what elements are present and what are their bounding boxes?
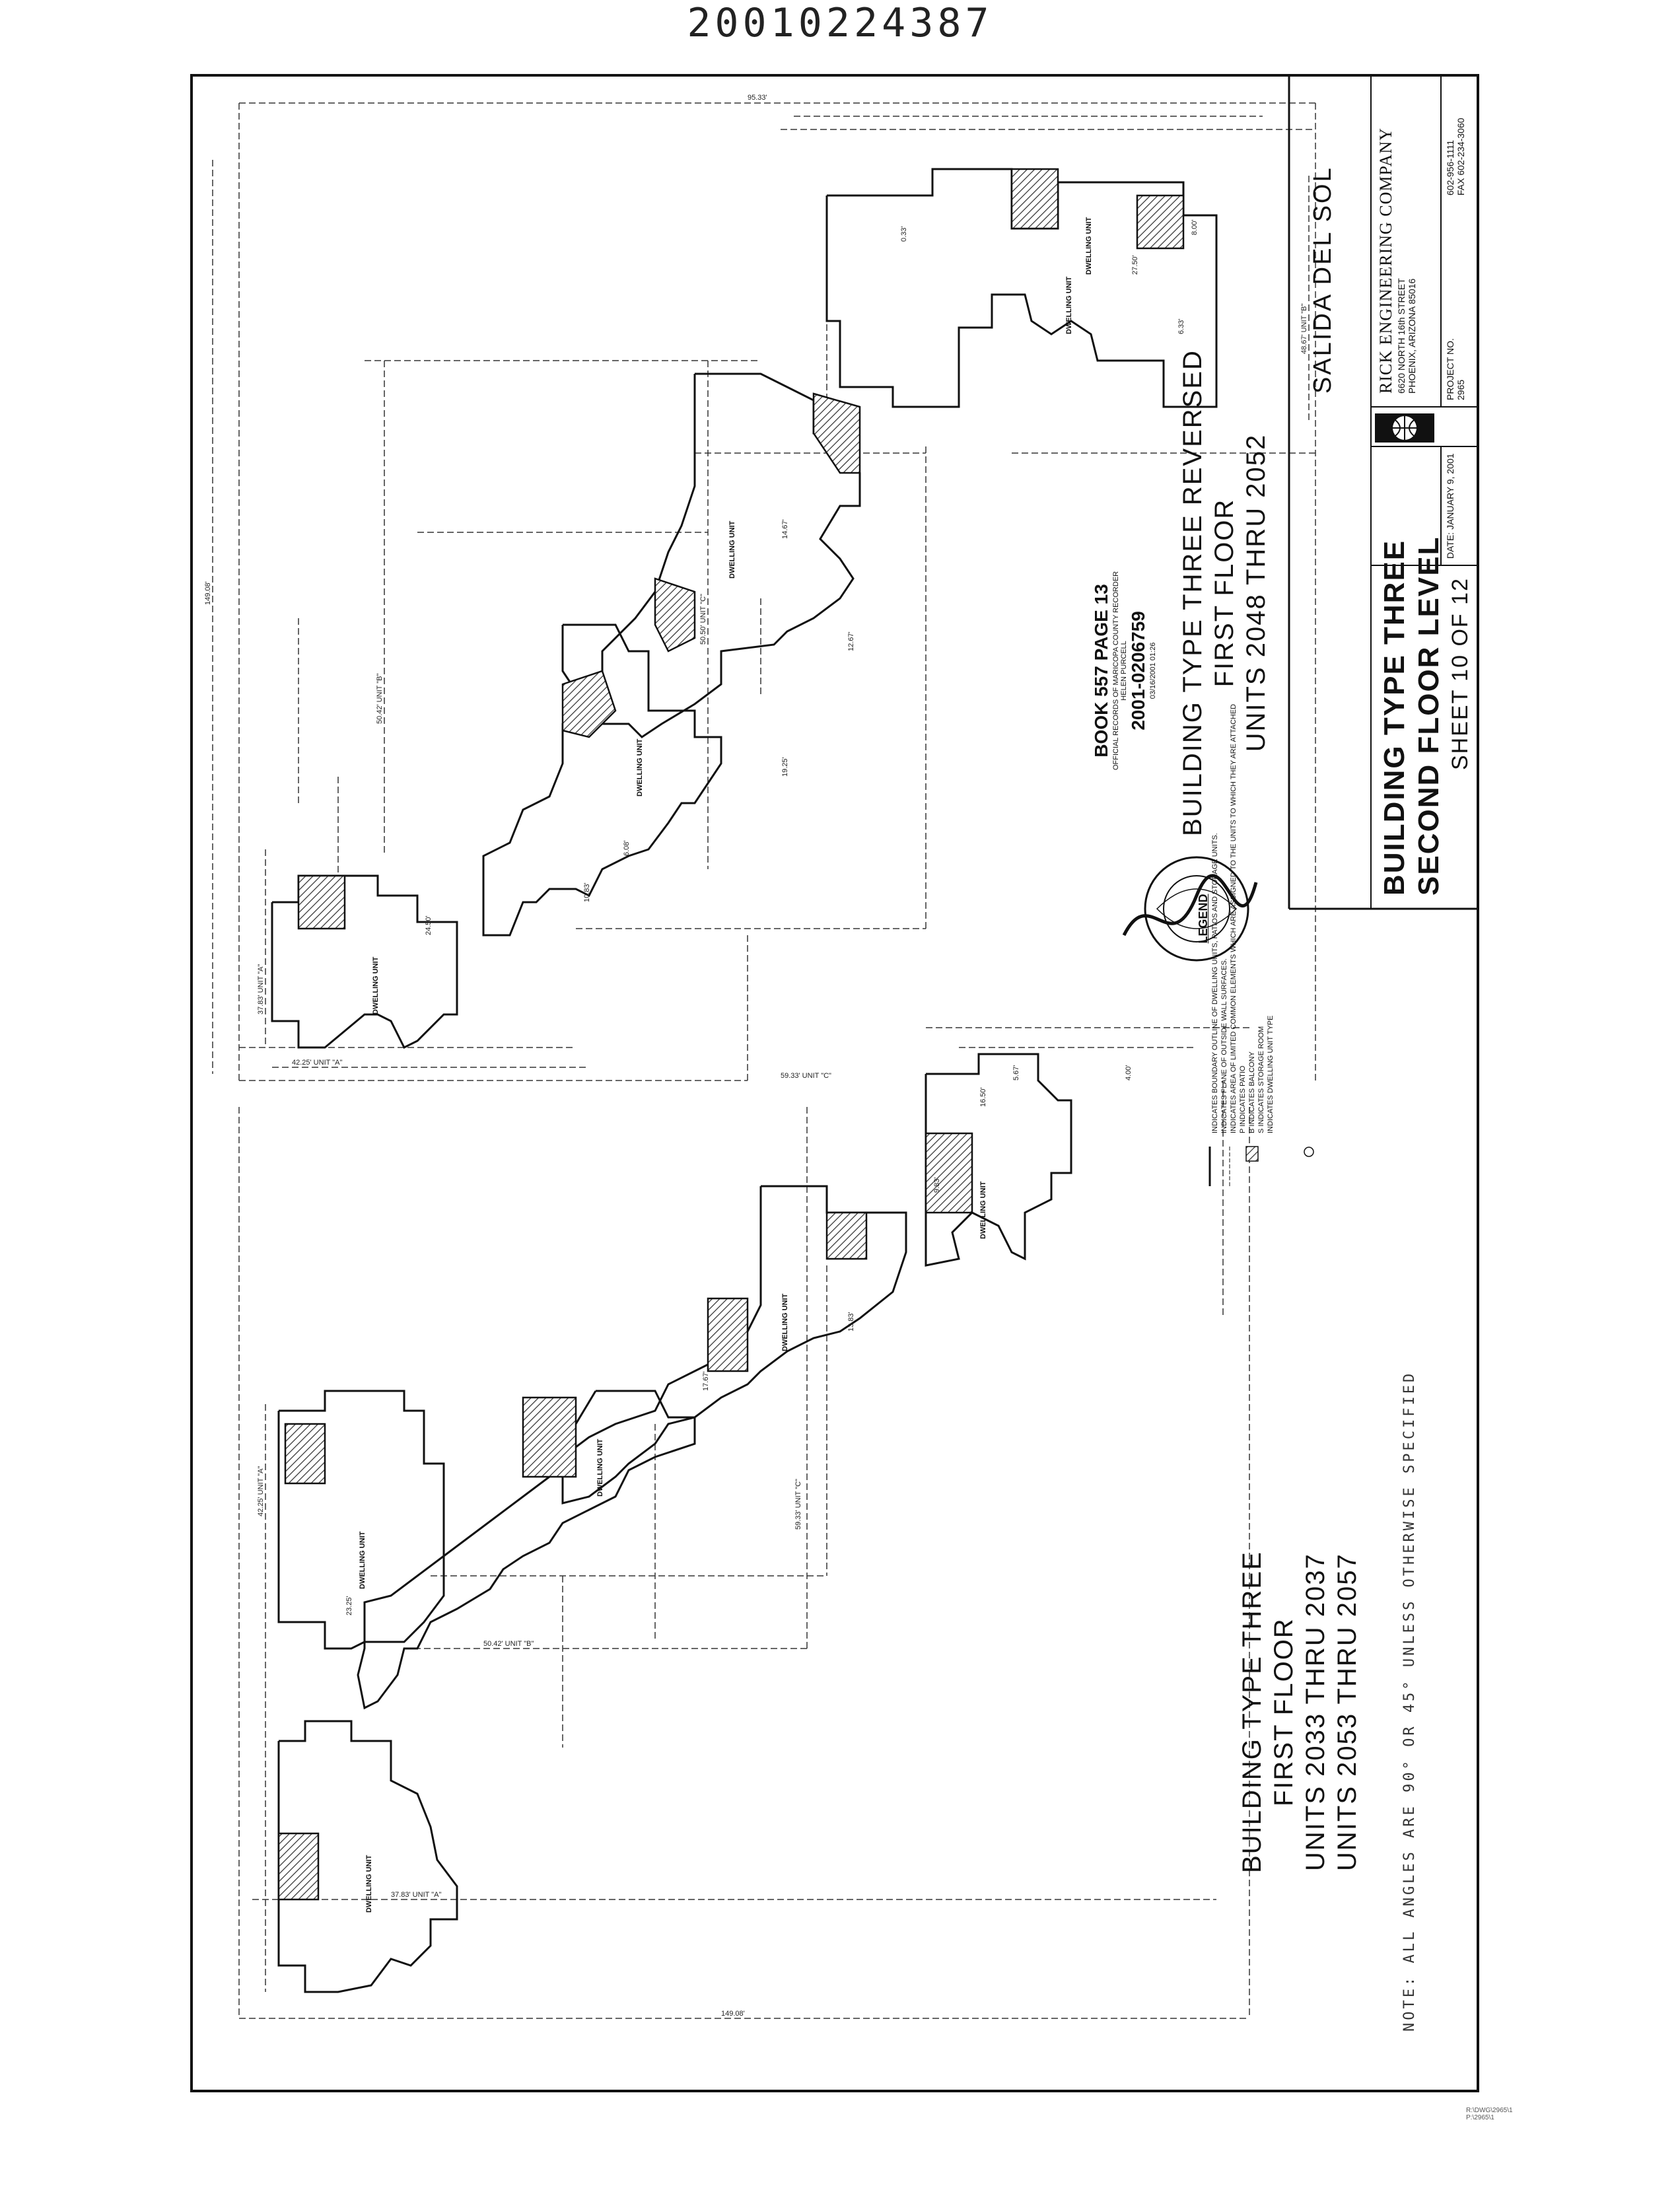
- firm-phone: 602-956-1111 FAX 602-234-3060: [1445, 118, 1466, 195]
- lower-limited-common-areas: [277, 1132, 973, 1901]
- unit-labels: DWELLING UNIT DWELLING UNIT DWELLING UNI…: [359, 217, 1093, 1913]
- firm-logo: [1375, 413, 1434, 443]
- svg-text:4.00': 4.00': [1125, 1065, 1133, 1081]
- floor-plan-drawing: DWELLING UNIT DWELLING UNIT DWELLING UNI…: [204, 77, 1477, 2019]
- svg-text:27.50': 27.50': [1131, 255, 1139, 275]
- recording-number: 20010224387: [687, 0, 993, 46]
- dim-lower-a-depth: 37.83' UNIT "A": [391, 1891, 441, 1899]
- svg-text:14.67': 14.67': [781, 519, 789, 539]
- svg-text:DWELLING UNIT: DWELLING UNIT: [365, 1855, 373, 1913]
- dim-unit-a-width: 42.25' UNIT "A": [292, 1059, 342, 1067]
- dim-overall-bottom: 149.08': [721, 2010, 745, 2018]
- building-type-three-title: BUILDING TYPE THREE FIRST FLOOR UNITS 20…: [1238, 1551, 1362, 1873]
- svg-text:24.50': 24.50': [425, 915, 433, 935]
- dimension-labels: 95.33' 149.08' 59.33' UNIT "C" 42.25' UN…: [204, 94, 1308, 2018]
- dim-overall-top: 95.33': [748, 94, 767, 102]
- sheet-date: DATE: JANUARY 9, 2001: [1445, 453, 1455, 559]
- project-name: SALIDA DEL SOL: [1309, 166, 1337, 394]
- svg-text:6.08': 6.08': [623, 840, 631, 856]
- dim-lower-c: 59.33' UNIT "C": [794, 1479, 802, 1530]
- dim-lower-b: 50.42' UNIT "B": [483, 1640, 534, 1648]
- svg-text:DWELLING UNIT: DWELLING UNIT: [979, 1181, 987, 1239]
- svg-text:DWELLING UNIT: DWELLING UNIT: [1085, 217, 1093, 275]
- svg-text:10.83': 10.83': [583, 882, 591, 902]
- svg-text:DWELLING UNIT: DWELLING UNIT: [359, 1531, 367, 1589]
- registered-engineer-seal: [1122, 856, 1258, 962]
- svg-text:0.33': 0.33': [900, 226, 908, 242]
- drawing-sheet: DWELLING UNIT DWELLING UNIT DWELLING UNI…: [190, 74, 1479, 2092]
- svg-text:DWELLING UNIT: DWELLING UNIT: [1065, 276, 1073, 334]
- dim-unit-b: 50.42' UNIT "B": [376, 674, 384, 724]
- recording-stamp: BOOK 557 PAGE 13 OFFICIAL RECORDS OF MAR…: [1091, 571, 1157, 770]
- legend-title: LEGEND: [1197, 894, 1210, 944]
- dim-lower-a-width: 42.25' UNIT "A": [257, 1466, 265, 1516]
- upper-limited-common-areas: [297, 168, 1185, 930]
- svg-text:DWELLING UNIT: DWELLING UNIT: [636, 738, 644, 797]
- firm-block: RICK ENGINEERING COMPANY 6620 NORTH 16th…: [1376, 127, 1417, 394]
- svg-text:DWELLING UNIT: DWELLING UNIT: [372, 956, 380, 1014]
- lower-building-outline: [277, 1053, 1072, 1993]
- sheet-title: BUILDING TYPE THREE SECOND FLOOR LEVEL: [1378, 536, 1445, 896]
- svg-text:DWELLING UNIT: DWELLING UNIT: [728, 520, 736, 579]
- svg-text:16.50': 16.50': [979, 1087, 987, 1107]
- svg-text:19.25': 19.25': [781, 757, 789, 777]
- dim-overall-left: 149.08': [204, 581, 212, 605]
- angle-note: NOTE: ALL ANGLES ARE 90° OR 45° UNLESS O…: [1401, 1370, 1418, 2032]
- svg-text:5.67': 5.67': [1012, 1065, 1020, 1081]
- svg-text:6.33': 6.33': [1177, 318, 1185, 334]
- title-block-frame: [1288, 77, 1477, 910]
- svg-text:13.83': 13.83': [847, 1312, 855, 1331]
- lower-dimension-lines: [238, 1027, 1250, 2019]
- upper-building-outline: [271, 168, 1218, 1049]
- project-number: PROJECT NO. 2965: [1445, 338, 1466, 400]
- legend: LEGEND INDICATES BOUNDARY OUTLINE OF DWE…: [1197, 703, 1275, 1133]
- sheet-number: SHEET 10 OF 12: [1448, 577, 1473, 770]
- dim-unit-b-depth: 48.67' UNIT "B": [1300, 304, 1308, 354]
- upper-dimension-lines: [212, 102, 1316, 1081]
- dim-unit-a-depth: 37.83' UNIT "A": [257, 964, 265, 1014]
- svg-text:17.67': 17.67': [702, 1371, 710, 1391]
- svg-text:8.00': 8.00': [1191, 219, 1199, 235]
- svg-text:9.83': 9.83': [933, 1177, 941, 1193]
- dim-unit-c2: 50.50' UNIT "C": [699, 594, 707, 645]
- svg-text:12.67': 12.67': [847, 631, 855, 651]
- svg-text:DWELLING UNIT: DWELLING UNIT: [596, 1438, 604, 1497]
- svg-text:DWELLING UNIT: DWELLING UNIT: [781, 1293, 789, 1351]
- legend-symbols: [1208, 1146, 1314, 1186]
- file-path: R:\DWG\2965\1 P:\2965\1: [1466, 2107, 1513, 2121]
- svg-text:23.25': 23.25': [345, 1596, 353, 1615]
- dim-unit-c: 59.33' UNIT "C": [781, 1072, 831, 1080]
